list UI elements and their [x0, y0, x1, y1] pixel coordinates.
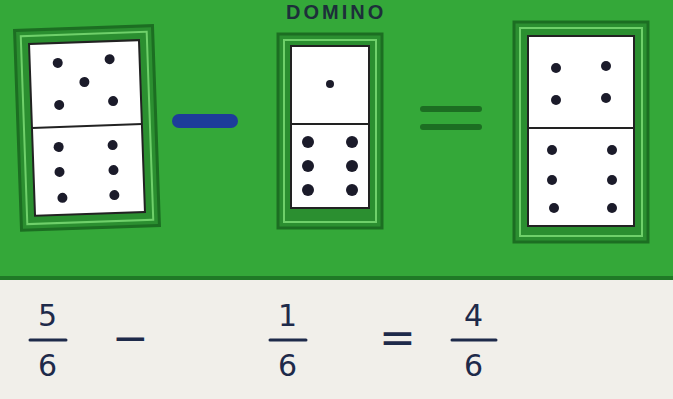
minus-sign [172, 114, 238, 128]
fraction-digit: 1 [278, 301, 297, 331]
domino-4-6 [514, 22, 648, 242]
domino-1-6 [278, 34, 382, 228]
equals-sign [420, 106, 482, 112]
domino-5-6 [15, 26, 160, 231]
operator-sign: − [112, 316, 149, 360]
fraction-digit: 5 [38, 301, 57, 331]
operator-sign: = [379, 316, 416, 360]
title: DOMINO [286, 2, 386, 22]
fraction-bar [30, 339, 496, 342]
fraction-digit: 6 [464, 351, 483, 381]
green-board [0, 0, 673, 276]
equals-sign [420, 124, 482, 130]
fraction-digit: 6 [38, 351, 57, 381]
white-band [0, 280, 673, 399]
fraction-digit: 6 [278, 351, 297, 381]
board-edge [0, 276, 673, 280]
fraction-digit: 4 [464, 301, 483, 331]
